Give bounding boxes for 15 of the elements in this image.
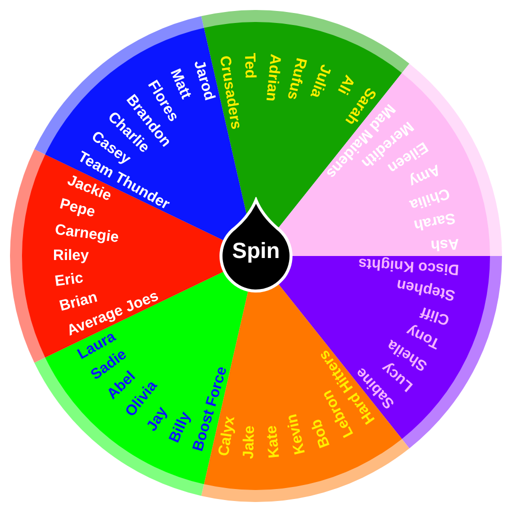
name-label: Eric	[54, 269, 84, 291]
name-label: Kate	[263, 424, 284, 459]
name-label: Adrian	[262, 53, 284, 102]
name-label: Ash	[430, 234, 460, 254]
name-label: Carnegie	[54, 221, 120, 248]
name-label: Disco Knights	[357, 254, 460, 278]
name-label: Kevin	[283, 412, 310, 456]
spin-label: Spin	[231, 238, 281, 264]
name-label: Jarod	[190, 58, 218, 104]
name-label: Stephen	[395, 276, 457, 304]
name-label: Riley	[53, 246, 89, 265]
name-label: Cliff	[418, 302, 452, 328]
name-label: Pepe	[57, 196, 97, 222]
name-label: Jake	[240, 425, 260, 460]
name-label: Calyx	[214, 415, 239, 458]
